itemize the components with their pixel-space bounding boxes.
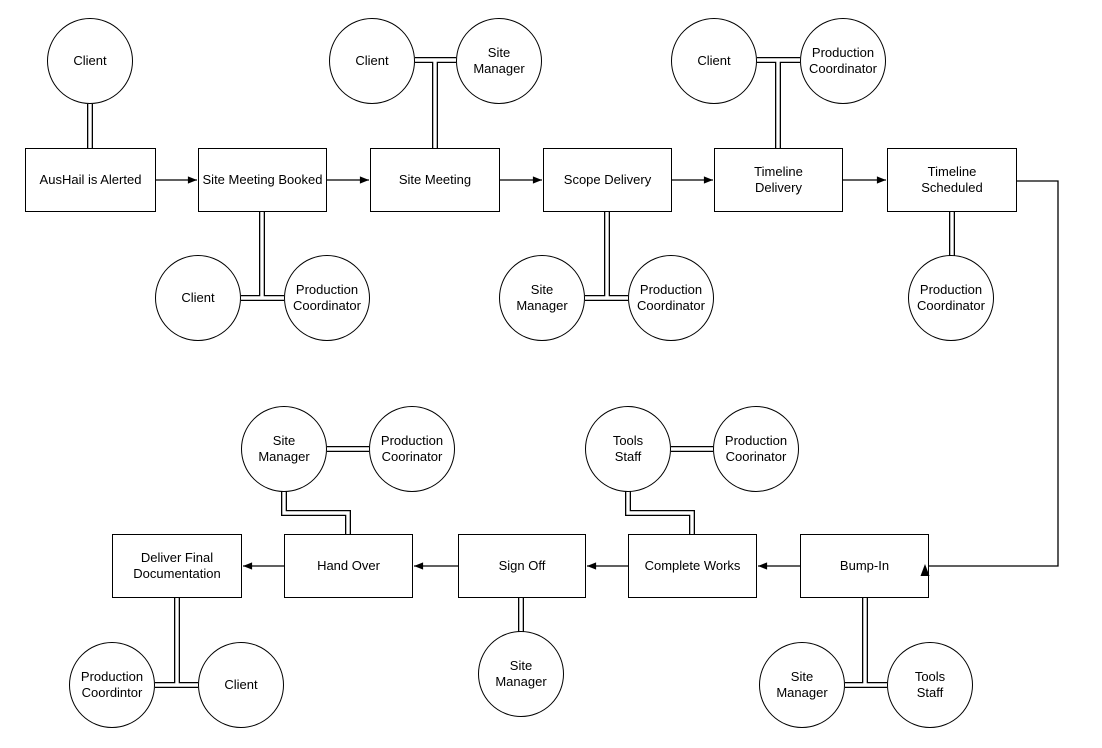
actor-label: Client	[181, 290, 215, 306]
flow-arrows	[156, 176, 1059, 570]
process-label: Hand Over	[317, 558, 380, 574]
actor-label: Client	[355, 53, 389, 69]
actor-tools-staff-bump-in: Tools Staff	[887, 642, 973, 728]
actor-label: Client	[224, 677, 258, 693]
actor-site-manager-hand-over: Site Manager	[241, 406, 327, 492]
actor-production-coorinator-complete-works: Production Coorinator	[713, 406, 799, 492]
actor-label: Production Coordintor	[80, 669, 144, 700]
process-complete-works: Complete Works	[628, 534, 757, 598]
assignment-line-core-complete-works-zigzag	[626, 491, 694, 535]
actor-site-manager-sign-off: Site Manager	[478, 631, 564, 717]
actor-label: Site Manager	[495, 658, 547, 689]
actor-label: Production Coordinator	[917, 282, 985, 313]
actor-label: Tools Staff	[914, 669, 946, 700]
actor-site-manager-bump-in: Site Manager	[759, 642, 845, 728]
process-site-meeting-booked: Site Meeting Booked	[198, 148, 327, 212]
actor-production-coordinator-scope-delivery: Production Coordinator	[628, 255, 714, 341]
process-label: Sign Off	[498, 558, 546, 574]
process-aushail-is-alerted: AusHail is Alerted	[25, 148, 156, 212]
process-label: Site Meeting Booked	[202, 172, 323, 188]
process-bump-in: Bump-In	[800, 534, 929, 598]
process-timeline-scheduled: Timeline Scheduled	[887, 148, 1017, 212]
process-label: Complete Works	[644, 558, 741, 574]
process-label: AusHail is Alerted	[39, 172, 142, 188]
actor-client-aushail: Client	[47, 18, 133, 104]
process-label: Site Meeting	[398, 172, 472, 188]
assignment-line-core-hand-over-zigzag	[282, 491, 350, 535]
process-site-meeting: Site Meeting	[370, 148, 500, 212]
process-scope-delivery: Scope Delivery	[543, 148, 672, 212]
process-deliver-final-documentation: Deliver Final Documentation	[112, 534, 242, 598]
actor-tools-staff-complete-works: Tools Staff	[585, 406, 671, 492]
actor-production-coordintor-deliver-final: Production Coordintor	[69, 642, 155, 728]
actor-label: Site Manager	[776, 669, 828, 700]
process-timeline-delivery: Timeline Delivery	[714, 148, 843, 212]
actor-label: Production Coordinator	[809, 45, 877, 76]
actor-production-coordinator-site-meeting-booked: Production Coordinator	[284, 255, 370, 341]
actor-client-deliver-final: Client	[198, 642, 284, 728]
process-label: Timeline Delivery	[754, 164, 803, 195]
process-label: Bump-In	[839, 558, 890, 574]
actor-production-coorinator-hand-over: Production Coorinator	[369, 406, 455, 492]
actor-client-site-meeting: Client	[329, 18, 415, 104]
actor-client-timeline-delivery: Client	[671, 18, 757, 104]
process-label: Scope Delivery	[563, 172, 652, 188]
actor-label: Site Manager	[516, 282, 568, 313]
actor-production-coordinator-timeline-delivery: Production Coordinator	[800, 18, 886, 104]
actor-label: Site Manager	[258, 433, 310, 464]
actor-label: Production Coorinator	[380, 433, 444, 464]
process-hand-over: Hand Over	[284, 534, 413, 598]
actor-site-manager-scope-delivery: Site Manager	[499, 255, 585, 341]
process-sign-off: Sign Off	[458, 534, 586, 598]
actor-production-coordinator-timeline-scheduled: Production Coordinator	[908, 255, 994, 341]
actor-label: Client	[73, 53, 107, 69]
actor-label: Client	[697, 53, 731, 69]
process-label: Deliver Final Documentation	[133, 550, 221, 581]
actor-label: Production Coordinator	[293, 282, 361, 313]
actor-label: Production Coorinator	[724, 433, 788, 464]
actor-label: Site Manager	[473, 45, 525, 76]
flow-arrow-timeline-scheduled-to-bump-in	[929, 180, 1059, 567]
actor-site-manager-site-meeting: Site Manager	[456, 18, 542, 104]
actor-label: Tools Staff	[612, 433, 644, 464]
process-label: Timeline Scheduled	[921, 164, 983, 195]
assignment-lines-core	[88, 58, 954, 687]
actor-client-site-meeting-booked: Client	[155, 255, 241, 341]
actor-label: Production Coordinator	[637, 282, 705, 313]
